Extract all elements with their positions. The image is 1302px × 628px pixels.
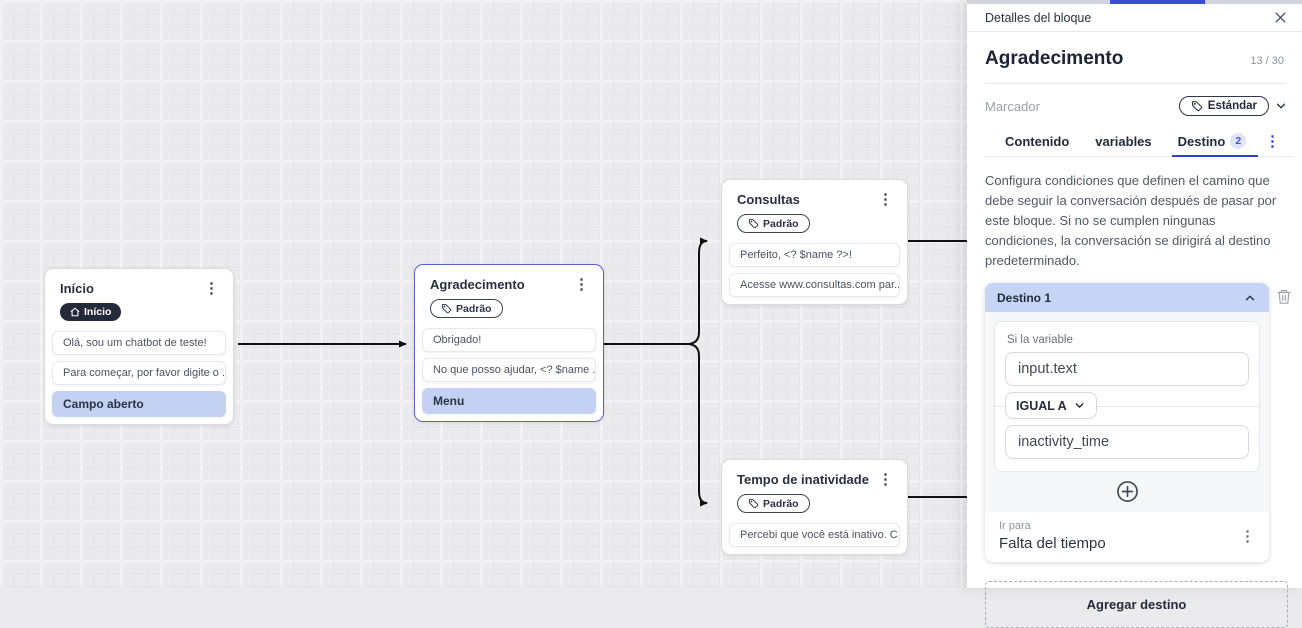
message-bubble[interactable]: Acesse www.consultas.com par... [729, 273, 900, 297]
trash-icon[interactable] [1276, 288, 1292, 305]
goto-value[interactable]: Falta del tiempo [999, 535, 1106, 552]
add-destination-button[interactable]: Agregar destino [985, 581, 1288, 628]
operator-label: IGUAL A [1016, 398, 1067, 413]
padrao-badge: Padrão [737, 494, 810, 513]
node-title: Início [60, 281, 94, 296]
chevron-up-icon[interactable] [1243, 291, 1257, 305]
padrao-badge: Padrão [737, 214, 810, 233]
message-bubble[interactable]: No que posso ajudar, <? $name ... [422, 358, 596, 382]
active-tab-indicator [1110, 0, 1205, 4]
tabs-kebab-menu-icon[interactable]: ⋮ [1265, 133, 1280, 150]
destino-title: Destino 1 [997, 290, 1052, 305]
tab-contenido[interactable]: Contenido [1005, 126, 1069, 156]
padrao-badge: Padrão [430, 299, 503, 318]
message-bubble[interactable]: Obrigado! [422, 328, 596, 352]
kebab-menu-icon[interactable]: ⋮ [574, 275, 589, 293]
node-title: Agradecimento [430, 277, 525, 292]
add-condition-icon[interactable] [1116, 480, 1139, 503]
connector-agradecimento-consultas [604, 237, 708, 345]
block-name[interactable]: Agradecimento [985, 48, 1124, 69]
message-bubble[interactable]: Perfeito, <? $name ?>! [729, 243, 900, 267]
close-icon[interactable] [1273, 10, 1288, 25]
destino-footer: Ir para Falta del tiempo ⋮ [985, 512, 1269, 562]
tab-label: Destino [1177, 133, 1226, 149]
destino-header[interactable]: Destino 1 [985, 283, 1269, 312]
panel-title: Detalles del bloque [985, 10, 1092, 25]
badge-label: Início [84, 306, 112, 318]
node-title: Tempo de inatividade [737, 472, 869, 487]
tab-destino[interactable]: Destino 2 [1171, 126, 1258, 157]
tab-label: Contenido [1005, 133, 1070, 149]
tag-icon [1191, 101, 1202, 112]
tag-icon [748, 499, 759, 509]
condition-label: Si la variable [1007, 334, 1073, 346]
compare-value-input[interactable] [1005, 425, 1249, 459]
operator-row: IGUAL A [995, 392, 1259, 419]
tag-icon [748, 219, 759, 229]
chevron-down-icon[interactable] [1274, 99, 1288, 113]
node-title: Consultas [737, 192, 800, 207]
operator-select[interactable]: IGUAL A [1005, 392, 1097, 419]
connector-agradecimento-tempo [604, 343, 708, 507]
kebab-menu-icon[interactable]: ⋮ [204, 279, 219, 297]
badge-label: Padrão [763, 217, 799, 230]
kebab-menu-icon[interactable]: ⋮ [878, 190, 893, 208]
kebab-menu-icon[interactable]: ⋮ [878, 470, 893, 488]
tag-icon [441, 304, 452, 314]
node-agradecimento[interactable]: Agradecimento ⋮ Padrão Obrigado! No que … [414, 264, 604, 422]
variable-input[interactable] [1005, 352, 1249, 386]
open-field-row[interactable]: Campo aberto [52, 391, 226, 417]
node-inicio[interactable]: Início ⋮ Início Olá, sou um chatbot de t… [44, 268, 234, 425]
goto-kebab-menu-icon[interactable]: ⋮ [1240, 528, 1255, 545]
node-consultas[interactable]: Consultas ⋮ Padrão Perfeito, <? $name ?>… [721, 179, 908, 305]
inicio-badge: Início [60, 303, 122, 321]
panel-top-strip [967, 0, 1302, 4]
menu-row[interactable]: Menu [422, 388, 596, 414]
destination-description: Configura condiciones que definen el cam… [985, 173, 1277, 268]
message-bubble[interactable]: Percebi que você está inativo. C... [729, 523, 900, 547]
flow-canvas[interactable]: Início ⋮ Início Olá, sou um chatbot de t… [0, 0, 967, 588]
condition-card: Si la variable IGUAL A [994, 321, 1260, 472]
marcador-value: Estándar [1207, 100, 1257, 112]
char-counter: 13 / 30 [1250, 55, 1284, 67]
message-bubble[interactable]: Para começar, por favor digite o ... [52, 361, 226, 385]
goto-label: Ir para [999, 520, 1031, 532]
tab-label: variables [1095, 133, 1152, 149]
node-tempo-de-inatividade[interactable]: Tempo de inatividade ⋮ Padrão Percebi qu… [721, 459, 908, 555]
home-icon [70, 307, 80, 317]
badge-label: Padrão [763, 497, 799, 510]
tab-count-badge: 2 [1230, 133, 1247, 149]
marcador-label: Marcador [985, 98, 1040, 114]
chevron-down-icon [1075, 403, 1084, 408]
flow-connectors [238, 237, 967, 507]
tab-variables[interactable]: variables [1095, 126, 1151, 156]
badge-label: Padrão [456, 302, 492, 315]
message-bubble[interactable]: Olá, sou um chatbot de teste! [52, 331, 226, 355]
destino-card: Destino 1 Si la variable IGUAL A [985, 283, 1269, 562]
panel-tabs: Contenido variables Destino 2 ⋮ [985, 126, 1292, 157]
marcador-select[interactable]: Estándar [1178, 96, 1269, 116]
block-details-panel: Detalles del bloque Agradecimento 13 / 3… [967, 0, 1302, 628]
divider [985, 83, 1284, 84]
